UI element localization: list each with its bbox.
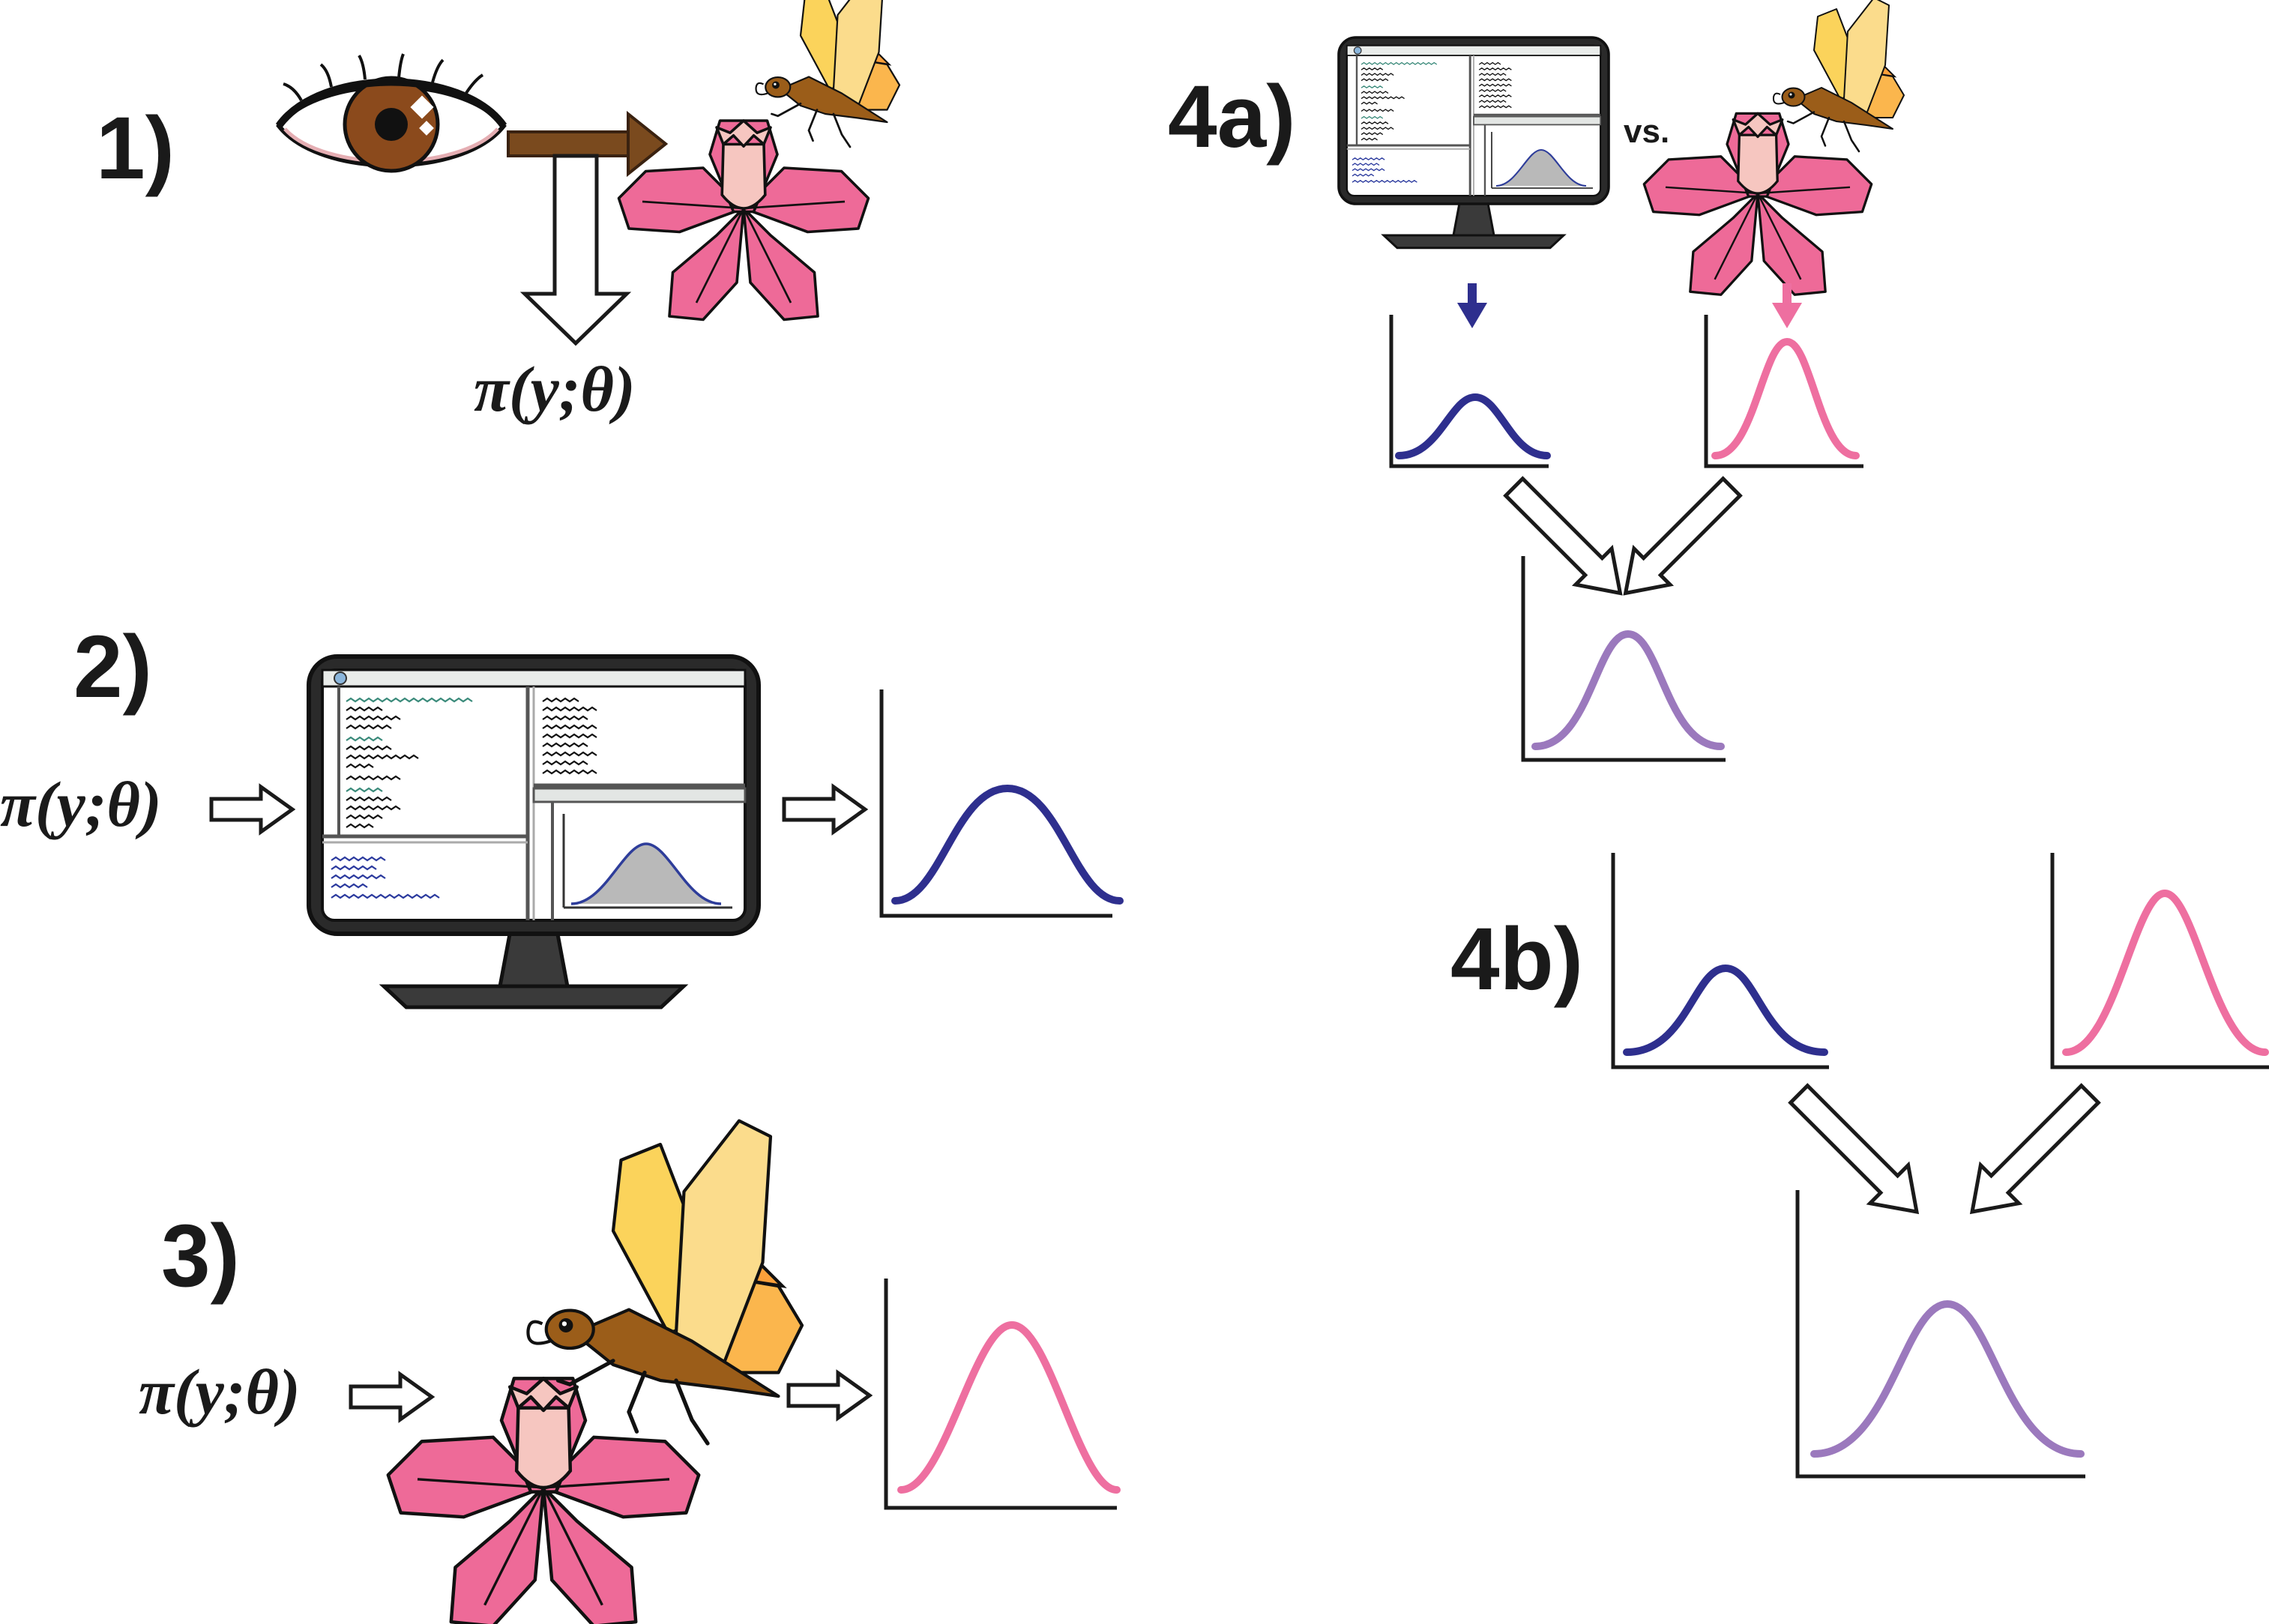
combined-curve (1810, 1299, 2085, 1458)
computer-distribution-plot (1389, 315, 1551, 468)
field-curve (1711, 337, 1860, 459)
flower-icon (388, 1378, 699, 1624)
combined-curve (1531, 630, 1725, 750)
output-arrow (784, 787, 865, 832)
merge-arrow-right (1623, 476, 1743, 596)
hollow-down-arrow (519, 154, 632, 346)
panel-3-formula: π(y;θ) (139, 1356, 301, 1428)
distribution-plot-icon (884, 1279, 1121, 1510)
input-arrow (351, 1374, 432, 1419)
computer-monitor-icon (1337, 36, 1610, 250)
panel-2: 2) π(y;θ) (0, 618, 1120, 1007)
computer-distribution-plot (1611, 853, 1829, 1069)
panel-4a-label: 4a) (1168, 67, 1296, 166)
panel-2-formula: π(y;θ) (0, 768, 162, 840)
distribution-plot-icon (879, 689, 1120, 918)
panel-1: 1) π(y;θ) (96, 0, 901, 425)
field-distribution-plot (1704, 315, 1863, 468)
input-arrow (211, 787, 292, 832)
flower-icon (1642, 112, 1873, 296)
panel-4b: 4b) (1450, 853, 2269, 1479)
combined-distribution-plot (1795, 1190, 2085, 1479)
observation-arrow (507, 110, 669, 178)
combined-distribution-plot (1521, 556, 1726, 762)
field-down-arrow (1772, 283, 1802, 328)
output-arrow (789, 1373, 870, 1418)
eye-icon (279, 54, 504, 171)
field-curve (897, 1320, 1121, 1494)
panel-3-label: 3) (161, 1207, 240, 1305)
computer-curve (895, 788, 1120, 901)
insect-icon (1772, 0, 1905, 153)
computer-monitor-icon (309, 656, 759, 1007)
panel-4b-label: 4b) (1450, 910, 1583, 1009)
panel-4a: 4a) vs. (1168, 0, 1905, 762)
computer-curve (1623, 964, 1828, 1056)
merge-arrow-left (1503, 476, 1623, 596)
field-distribution-plot (2050, 853, 2269, 1069)
vs-text: vs. (1624, 113, 1669, 150)
merge-arrow-left (1788, 1083, 1920, 1215)
computer-down-arrow (1457, 283, 1487, 328)
computer-curve (1395, 393, 1551, 459)
field-curve (2062, 889, 2269, 1056)
panel-3: 3) π(y;θ) (139, 1121, 1121, 1624)
insect-icon (755, 0, 901, 148)
panel-2-label: 2) (73, 618, 152, 716)
merge-arrow-right (1969, 1083, 2101, 1215)
panel-1-formula: π(y;θ) (474, 353, 636, 425)
panel-1-label: 1) (96, 99, 175, 198)
